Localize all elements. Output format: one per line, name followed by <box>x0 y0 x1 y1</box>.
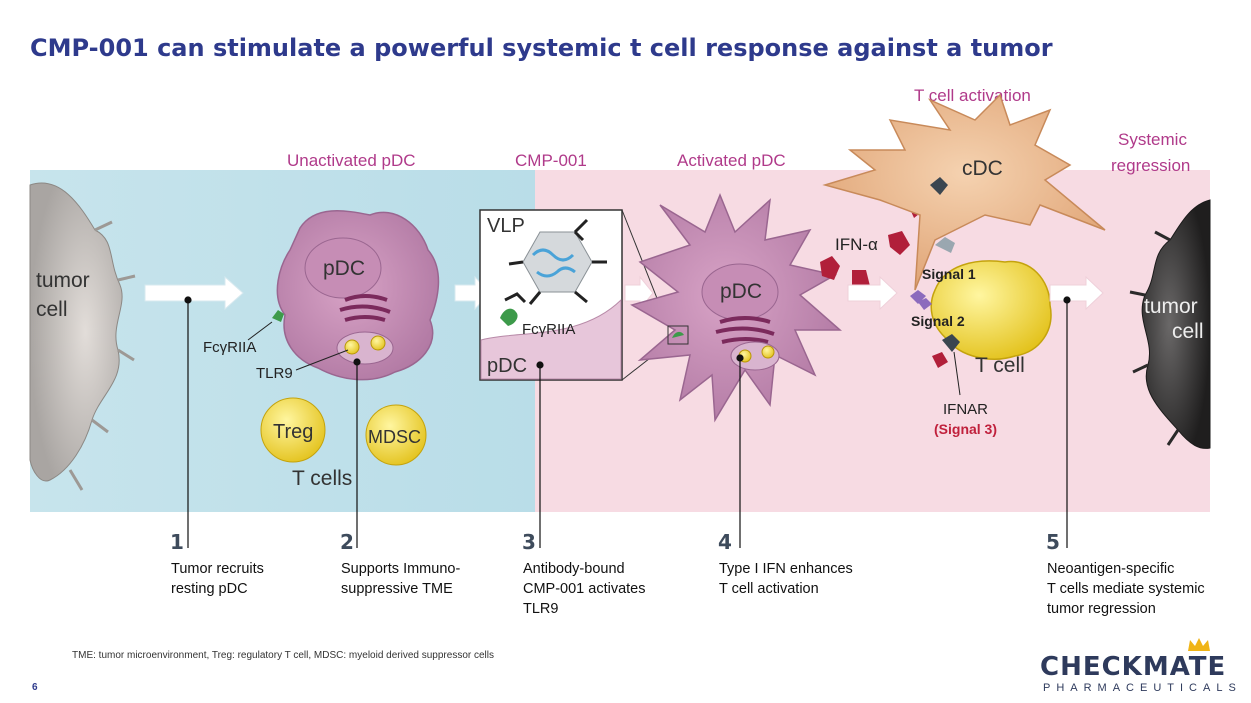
step-3-line3: TLR9 <box>523 601 559 617</box>
signal1-label: Signal 1 <box>922 266 976 282</box>
ifnar-label: IFNAR <box>943 401 988 418</box>
footnote: TME: tumor microenvironment, Treg: regul… <box>72 650 494 661</box>
ifn-molecule-1 <box>820 256 840 280</box>
vlp-inset <box>479 209 669 381</box>
signal3-label: (Signal 3) <box>934 421 997 437</box>
step-3-line1: Antibody-bound <box>523 561 625 577</box>
step-4-text: Type I IFN enhances T cell activation <box>719 559 853 599</box>
logo-checkmate: CHECKMATE <box>1040 652 1227 682</box>
crown-icon <box>1188 638 1210 651</box>
tlr9-label: TLR9 <box>256 365 293 382</box>
step-3-number: 3 <box>522 530 536 554</box>
mdsc-label: MDSC <box>368 427 421 447</box>
tumor-left-line1: tumor <box>36 269 90 292</box>
step-3-text: Antibody-bound CMP-001 activates TLR9 <box>523 559 646 619</box>
step-2-line2: suppressive TME <box>341 581 453 597</box>
activated-pdc-label: pDC <box>720 280 762 303</box>
tumor-left-line2: cell <box>36 298 68 321</box>
inset-fcgriia-label: FcγRIIA <box>522 321 575 338</box>
mdsc-cell <box>365 404 427 466</box>
step-4-line2: T cell activation <box>719 581 819 597</box>
activated-pdc-cell <box>630 193 842 423</box>
step-pointers <box>184 296 1071 548</box>
step-5-line2: T cells mediate systemic <box>1047 581 1205 597</box>
pdc-label: pDC <box>323 257 365 280</box>
step-1-number: 1 <box>170 530 184 554</box>
step-1-text: Tumor recruits resting pDC <box>171 559 264 599</box>
step-4-number: 4 <box>718 530 732 554</box>
unactivated-pdc-cell <box>272 210 440 381</box>
t-cells-label: T cells <box>292 467 352 490</box>
tumor-cell-left <box>29 182 136 491</box>
slide-title: CMP-001 can stimulate a powerful systemi… <box>30 34 1053 62</box>
step-4-line1: Type I IFN enhances <box>719 561 853 577</box>
t-cell <box>910 260 1052 368</box>
arrow-step-1 <box>144 275 244 311</box>
step-1-line1: Tumor recruits <box>171 561 264 577</box>
tumor-cell-right <box>1129 199 1211 449</box>
step-3-line2: CMP-001 activates <box>523 581 646 597</box>
step-2-text: Supports Immuno- suppressive TME <box>341 559 460 599</box>
inset-pdc-label: pDC <box>487 355 527 377</box>
vlp-label: VLP <box>487 215 525 237</box>
label-cmp-001: CMP-001 <box>515 151 587 170</box>
step-1-line2: resting pDC <box>171 581 248 597</box>
arrow-step-4 <box>847 275 898 311</box>
cdc-cell <box>822 93 1106 291</box>
step-5-line1: Neoantigen-specific <box>1047 561 1175 577</box>
signal2-label: Signal 2 <box>911 313 965 329</box>
label-activated-pdc: Activated pDC <box>677 151 786 170</box>
step-5-number: 5 <box>1046 530 1060 554</box>
fcgriia-label: FcγRIIA <box>203 339 256 356</box>
label-systemic: Systemic <box>1118 130 1187 149</box>
step-5-text: Neoantigen-specific T cells mediate syst… <box>1047 559 1205 619</box>
step-2-number: 2 <box>340 530 354 554</box>
label-unactivated-pdc: Unactivated pDC <box>287 151 416 170</box>
step-2-line1: Supports Immuno- <box>341 561 461 577</box>
treg-label: Treg <box>273 421 313 443</box>
step-5-line3: tumor regression <box>1047 601 1156 617</box>
ifn-molecule-3 <box>888 231 910 255</box>
logo-pharmaceuticals: PHARMACEUTICALS <box>1043 682 1242 694</box>
treg-cell <box>260 397 326 463</box>
ifn-alpha-label: IFN-α <box>835 235 878 254</box>
label-regression: regression <box>1111 156 1191 175</box>
page-number: 6 <box>32 682 38 693</box>
arrow-step-5 <box>1049 275 1104 311</box>
cdc-label: cDC <box>962 157 1003 180</box>
tumor-right-line2: cell <box>1172 320 1204 343</box>
tumor-right-line1: tumor <box>1144 295 1198 318</box>
t-cell-label: T cell <box>975 354 1025 377</box>
